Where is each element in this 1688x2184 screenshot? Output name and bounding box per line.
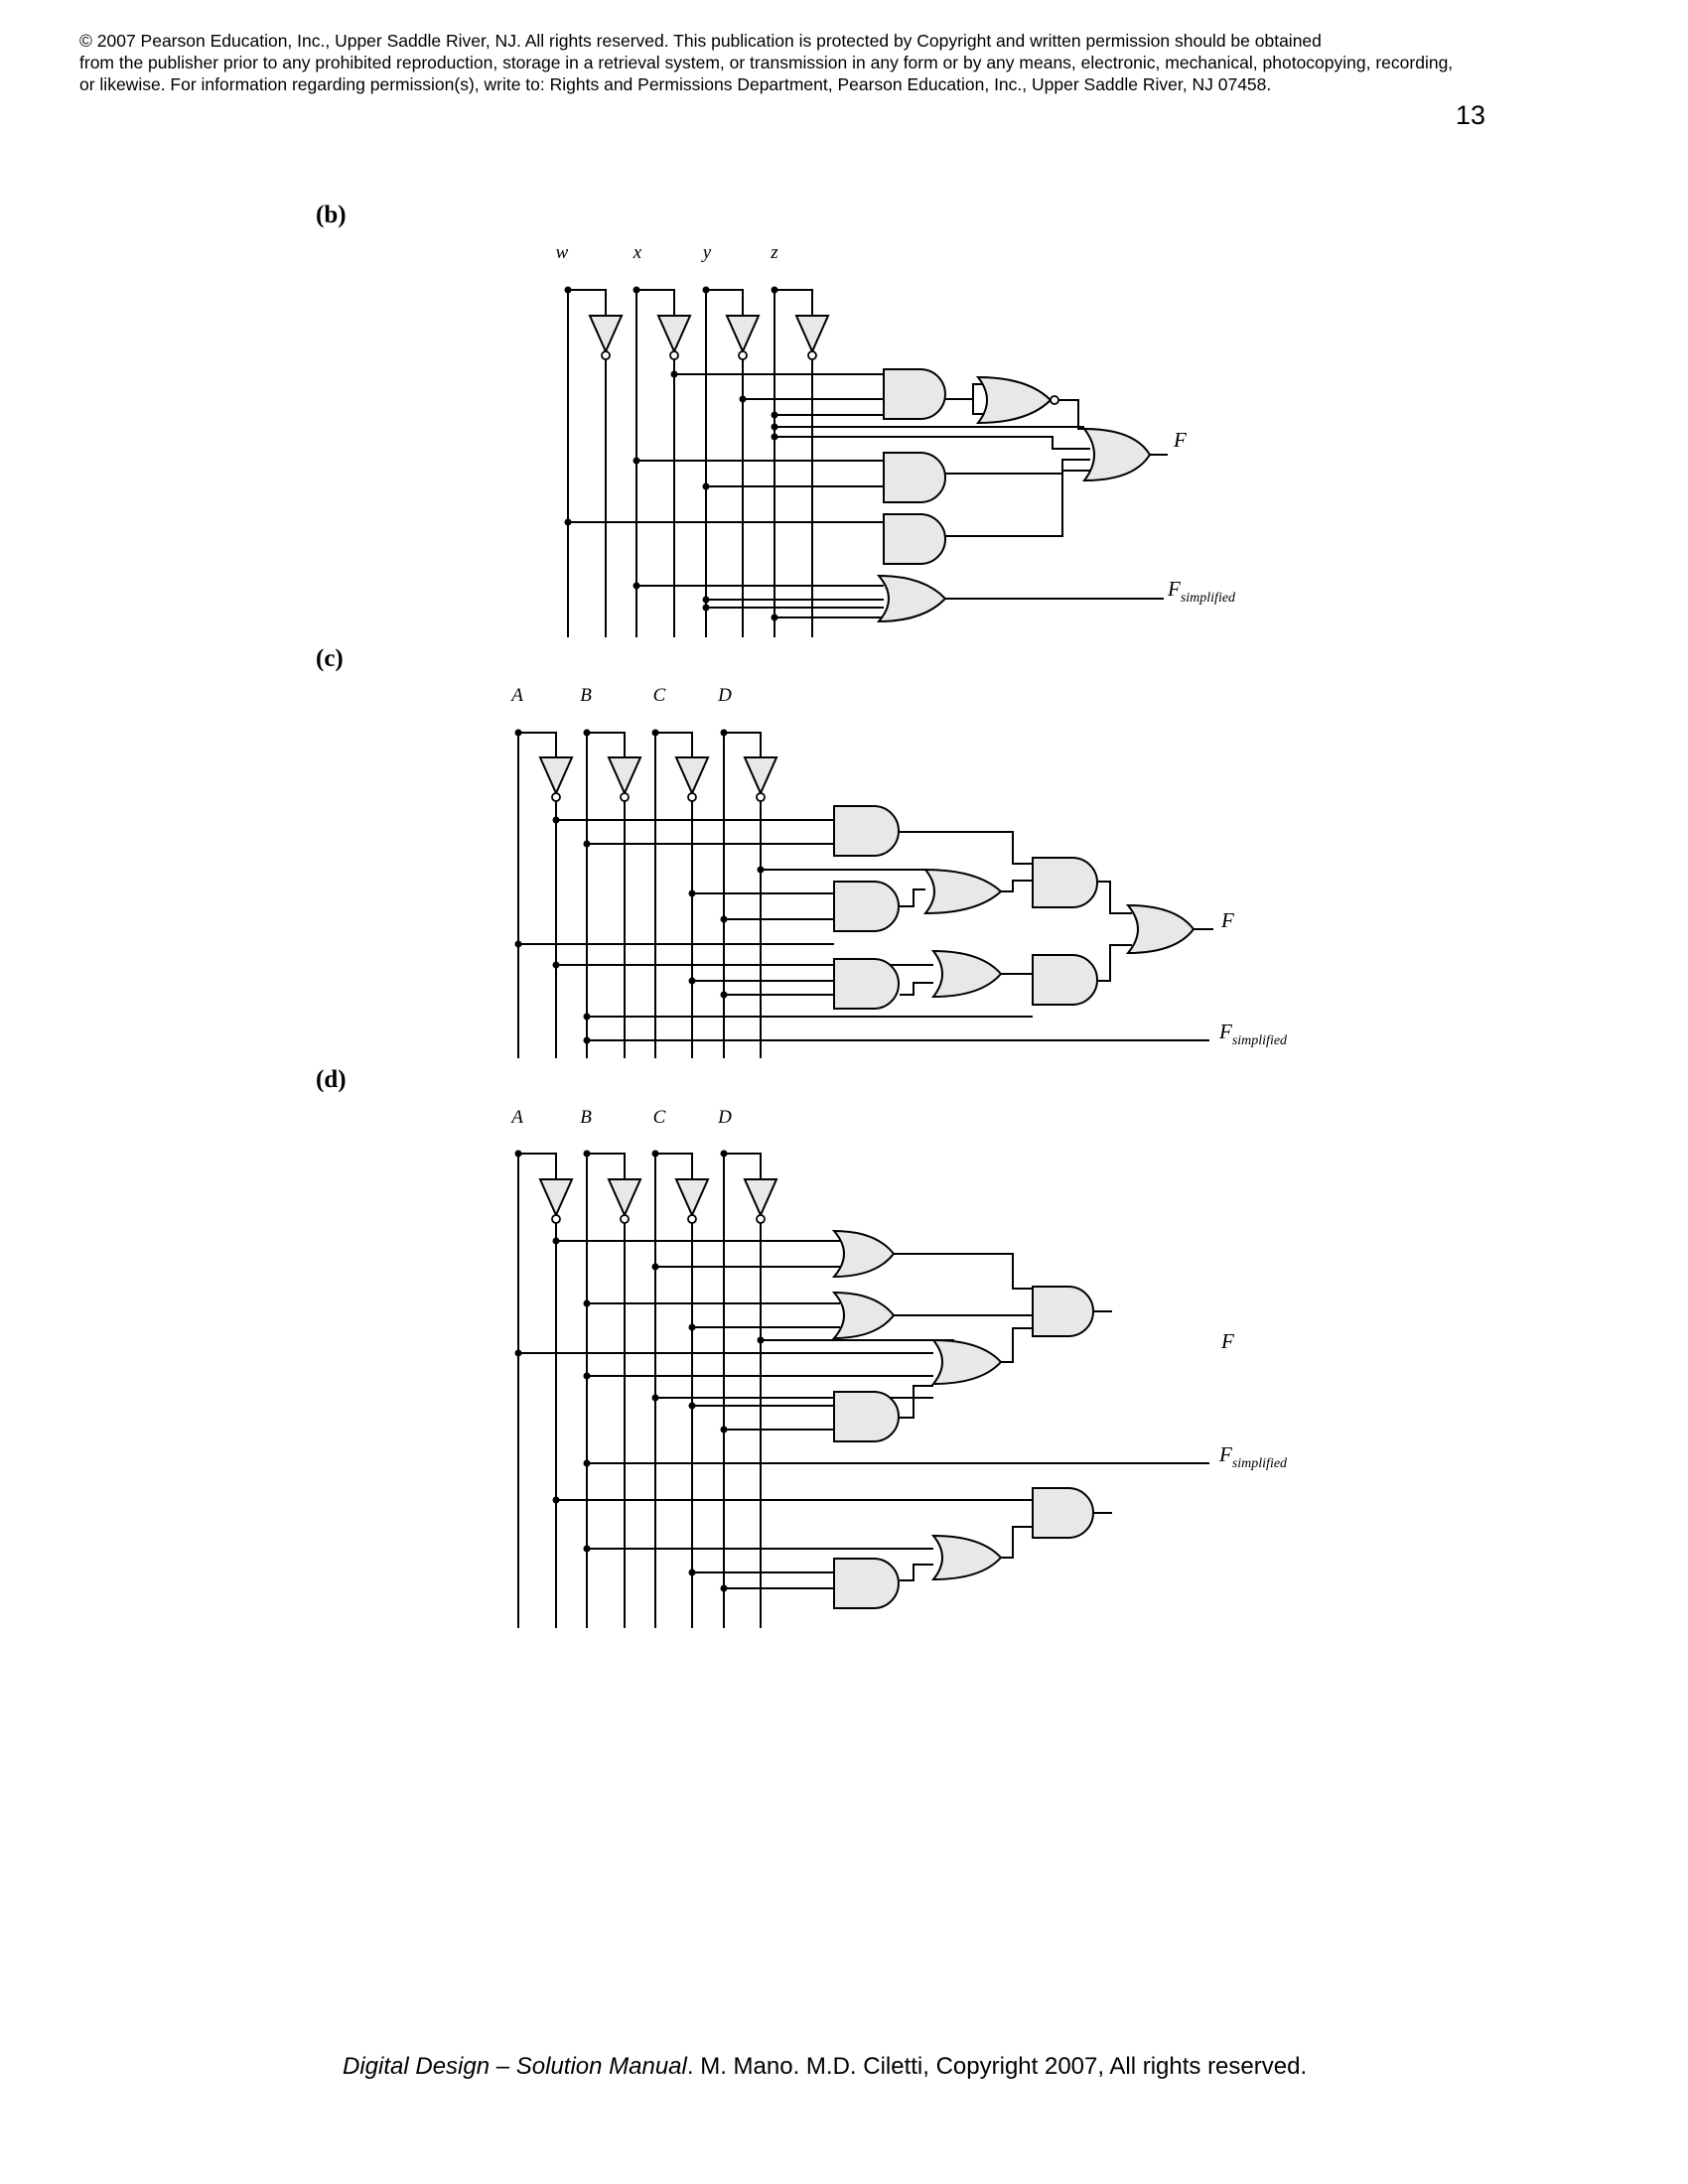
inverter-D <box>743 1178 778 1224</box>
and-gate-d4 <box>833 1558 900 1609</box>
and-gate-c4 <box>1032 857 1098 908</box>
inverter-y <box>725 315 761 360</box>
input-label-C: C <box>653 1107 666 1128</box>
footer-citation: Digital Design – Solution Manual. M. Man… <box>343 2053 1307 2081</box>
junction-dots-c <box>514 816 765 1044</box>
or-gate-d4 <box>930 1534 1003 1581</box>
input-rails-c <box>514 729 762 1058</box>
wires-b <box>568 373 1168 618</box>
input-label-C: C <box>653 685 666 706</box>
input-label-x: x <box>633 242 642 263</box>
input-label-y: y <box>701 242 712 263</box>
or-gate-d2 <box>831 1291 896 1340</box>
or-gate-b-output <box>1081 427 1152 482</box>
and-gate-b3 <box>883 513 946 565</box>
input-rails-b <box>564 286 813 637</box>
nor-gate-b <box>975 375 1059 425</box>
inverter-C <box>674 756 710 802</box>
wires-d <box>518 1240 1209 1589</box>
and-gate-d2 <box>1032 1286 1094 1337</box>
output-label-F: F <box>1173 428 1187 452</box>
input-label-D: D <box>717 1107 732 1128</box>
input-label-D: D <box>717 685 732 706</box>
part-d-label: (d) <box>316 1066 347 1093</box>
output-label-F-simplified: Fsimplified <box>1218 1442 1288 1471</box>
and-gate-b1 <box>883 368 946 420</box>
or-gate-b-simplified <box>876 574 947 623</box>
input-rails-d <box>514 1150 762 1628</box>
or-gate-c1 <box>922 868 1003 915</box>
input-label-A: A <box>509 1107 523 1128</box>
inverter-A <box>538 1178 574 1224</box>
input-label-w: w <box>556 242 569 263</box>
footer-title: Digital Design – Solution Manual <box>343 2053 687 2080</box>
and-gate-d3 <box>1032 1487 1094 1539</box>
and-gate-c1 <box>833 805 900 857</box>
copyright-header: © 2007 Pearson Education, Inc., Upper Sa… <box>79 30 1628 95</box>
output-label-F: F <box>1220 1329 1234 1353</box>
inverter-x <box>656 315 692 360</box>
and-gate-c2 <box>833 881 900 932</box>
inverter-B <box>607 1178 642 1224</box>
or-gate-d3 <box>930 1338 1003 1386</box>
wires-c <box>518 819 1213 1041</box>
or-gate-c2 <box>930 949 1003 999</box>
inverter-w <box>588 315 624 360</box>
output-label-F-simplified: Fsimplified <box>1218 1020 1288 1048</box>
or-gate-c-output <box>1125 903 1196 955</box>
inverter-C <box>674 1178 710 1224</box>
part-b-label: (b) <box>316 202 347 228</box>
footer-rest: . M. Mano. M.D. Ciletti, Copyright 2007,… <box>686 2053 1308 2080</box>
output-label-F: F <box>1220 908 1234 932</box>
and-gate-b2 <box>883 452 946 503</box>
page-number: 13 <box>1456 100 1486 130</box>
junction-dots-d <box>514 1237 765 1592</box>
or-gate-d1 <box>831 1229 896 1279</box>
copyright-line-3: or likewise. For information regarding p… <box>79 74 1272 94</box>
and-gate-d1 <box>833 1391 900 1442</box>
inverter-B <box>607 756 642 802</box>
input-label-B: B <box>580 685 592 706</box>
input-label-z: z <box>770 242 778 263</box>
input-label-B: B <box>580 1107 592 1128</box>
input-label-A: A <box>509 685 523 706</box>
inverter-A <box>538 756 574 802</box>
junction-dots-b <box>564 370 778 621</box>
and-gate-c5 <box>1032 954 1098 1006</box>
output-label-F-simplified: Fsimplified <box>1167 577 1236 606</box>
inverter-D <box>743 756 778 802</box>
inverter-z <box>794 315 830 360</box>
and-gate-c3 <box>833 958 900 1010</box>
copyright-line-1: © 2007 Pearson Education, Inc., Upper Sa… <box>79 31 1322 51</box>
part-c-label: (c) <box>316 645 344 672</box>
copyright-line-2: from the publisher prior to any prohibit… <box>79 53 1454 72</box>
